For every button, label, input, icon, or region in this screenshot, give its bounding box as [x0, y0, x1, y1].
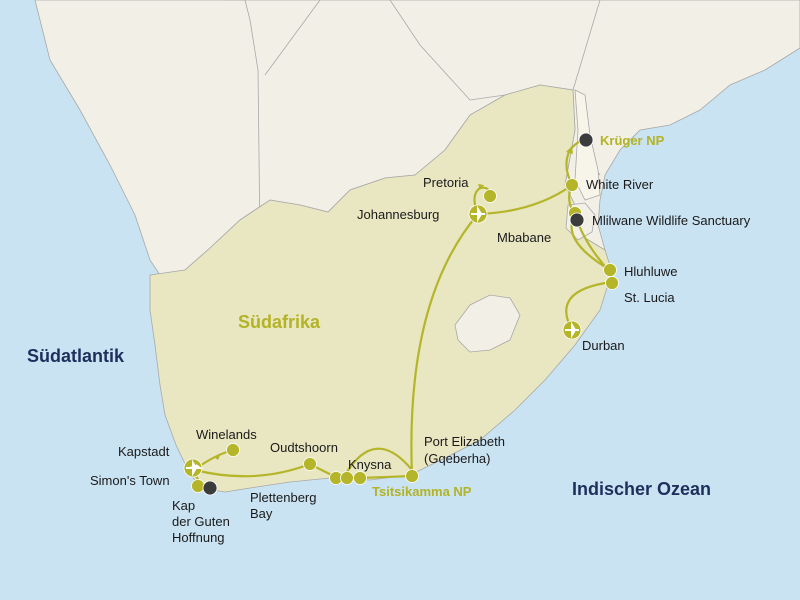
label-white-river: White River — [586, 177, 654, 192]
label-ocean-indian: Indischer Ozean — [572, 479, 711, 499]
label-bay: Bay — [250, 506, 273, 521]
label-knysna: Knysna — [348, 457, 392, 472]
stop-white-river — [565, 178, 579, 192]
label-mlilwane: Mlilwane Wildlife Sanctuary — [592, 213, 751, 228]
stop-pretoria — [483, 189, 497, 203]
airport-durban — [562, 320, 582, 340]
label-pretoria: Pretoria — [423, 175, 469, 190]
label-der-guten: der Guten — [172, 514, 230, 529]
label-mbabane: Mbabane — [497, 230, 551, 245]
stop-st-lucia — [605, 276, 619, 290]
label-winelands: Winelands — [196, 427, 257, 442]
airport-kapstadt — [183, 458, 203, 478]
plane-icon — [186, 459, 203, 477]
label-port-elizabeth: Port Elizabeth — [424, 434, 505, 449]
direction-arrows — [214, 146, 573, 460]
label-kap: Kap — [172, 498, 195, 513]
label-simons-town: Simon's Town — [90, 473, 170, 488]
stop-knysna — [340, 471, 354, 485]
label-plettenberg: Plettenberg — [250, 490, 317, 505]
stop-kap — [191, 479, 205, 493]
label-country: Südafrika — [238, 312, 321, 332]
stop-tsitsikamma — [353, 471, 367, 485]
label-tsitsikamma: Tsitsikamma NP — [372, 484, 472, 499]
label-johannesburg: Johannesburg — [357, 207, 439, 222]
plane-icon — [471, 205, 485, 223]
marker-mlilwane — [569, 212, 585, 228]
label-st-lucia: St. Lucia — [624, 290, 675, 305]
label-krueger: Krüger NP — [600, 133, 665, 148]
airport-johannesburg — [468, 204, 488, 224]
stop-winelands — [226, 443, 240, 457]
stop-hluhluwe — [603, 263, 617, 277]
stop-port-elizabeth — [405, 469, 419, 483]
label-kapstadt: Kapstadt — [118, 444, 170, 459]
marker-krueger — [578, 132, 594, 148]
label-durban: Durban — [582, 338, 625, 353]
lesotho — [454, 294, 521, 353]
plane-icon — [565, 321, 579, 339]
label-hoffnung: Hoffnung — [172, 530, 225, 545]
stop-oudtshoorn — [303, 457, 317, 471]
border-lines — [225, 0, 601, 241]
marker-simons-town — [202, 480, 218, 496]
label-oudtshoorn: Oudtshoorn — [270, 440, 338, 455]
label-ocean-atlantic: Südatlantik — [27, 346, 125, 366]
label-gqeberha: (Gqeberha) — [424, 451, 490, 466]
label-hluhluwe: Hluhluwe — [624, 264, 677, 279]
